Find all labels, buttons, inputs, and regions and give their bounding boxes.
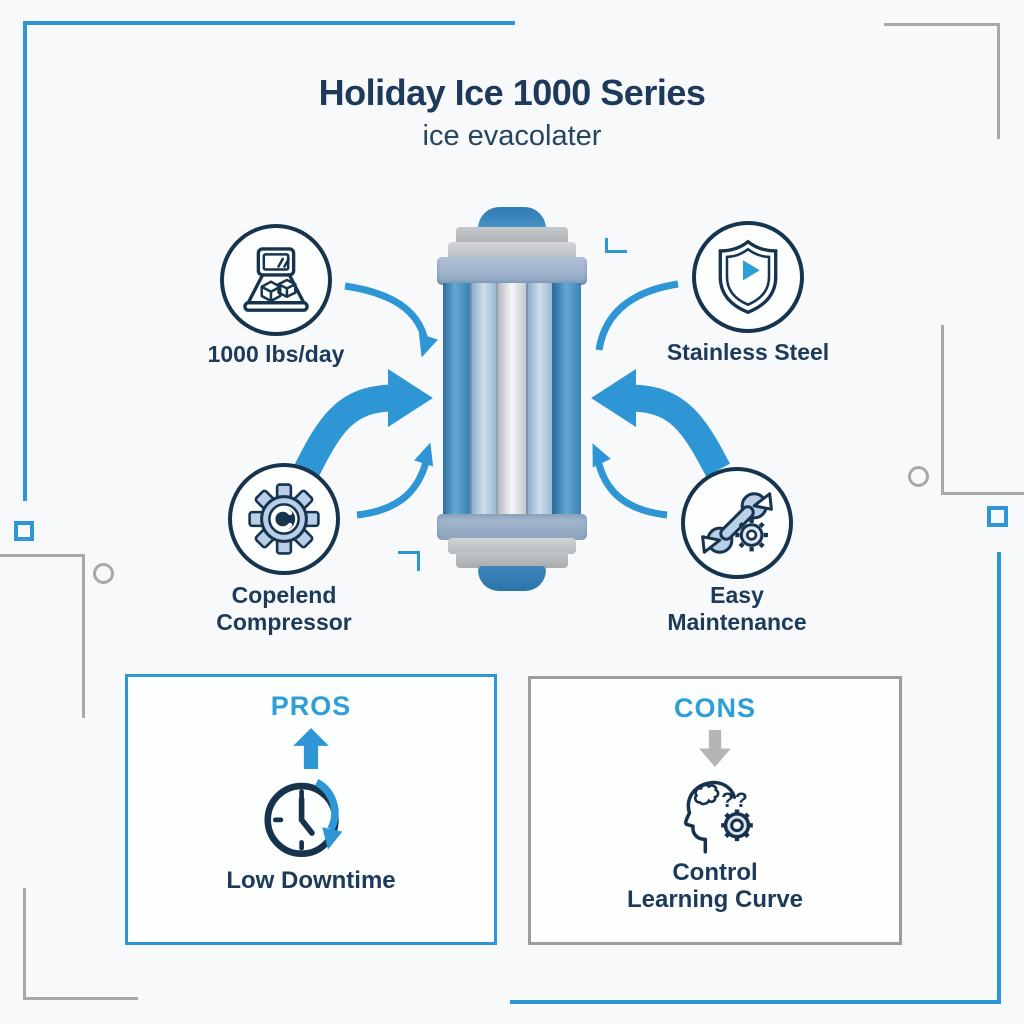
machine-tube [496,283,526,516]
feature-capacity [220,224,332,336]
svg-text:??: ?? [721,789,749,812]
machine-top-tier-small [456,227,568,244]
machine-top-cap [437,257,587,285]
feature-compressor [228,463,340,575]
feature-material-label: Stainless Steel [666,339,830,365]
feature-maintenance-label: Easy Maintenance [667,582,807,635]
feature-compressor-label: Copelend Compressor [216,582,352,635]
feature-capacity-label: 1000 lbs/day [207,341,345,367]
page-subtitle: ice evacolater [422,120,602,152]
machine-tube [525,283,552,516]
machine-top-tier-large [448,242,576,259]
up-arrow-icon [293,728,329,769]
cons-item-label: Control Learning Curve [626,859,804,913]
machine-tube [551,283,582,516]
machine-bottom-cap [437,514,587,540]
head-gears-icon: ?? [665,769,765,857]
cons-header: CONS [673,693,756,723]
feature-maintenance [681,467,793,579]
machine-tube [470,283,497,516]
pros-item-label: Low Downtime [226,867,396,894]
feature-material [692,221,804,333]
page-title: Holiday Ice 1000 Series [318,72,706,113]
machine-tube-body [443,283,582,516]
cons-box: CONS ?? Control Learning Curve [528,676,902,945]
pros-header: PROS [270,691,352,721]
down-arrow-icon [699,730,731,767]
shield-check-icon [706,235,790,319]
ice-machine-icon [234,238,318,322]
machine-bottom-dome [478,566,546,591]
compressor-gear-icon [241,476,327,562]
clock-icon [259,771,363,865]
wrench-gear-icon [694,480,780,566]
pros-box: PROS Low Downtime [125,674,497,945]
machine-bottom-tier-large [448,538,576,554]
machine-bottom-tier-small [456,552,568,568]
machine-tube [443,283,471,516]
